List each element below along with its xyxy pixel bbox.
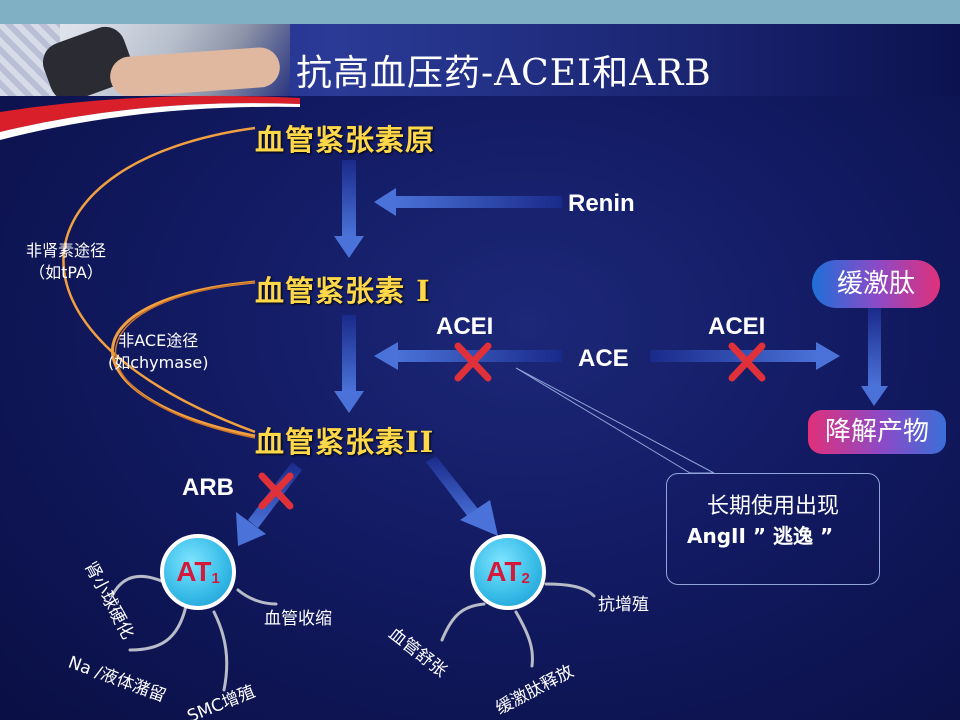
arrow-icon [861,308,888,406]
top-bar [0,0,960,24]
node-angiotensin-2: 血管紧张素II [255,425,435,459]
ace-label: ACE [578,345,629,372]
node-angiotensinogen: 血管紧张素原 [255,123,436,157]
effect-vasoconstriction: 血管收缩 [264,609,332,629]
effect-anti-proliferation: 抗增殖 [598,595,649,615]
pointer-vasoconstriction [236,588,278,606]
arrow-icon [426,456,498,536]
arrow-icon [334,315,364,413]
at1-receptor: AT1 [160,534,236,610]
cross-icon [258,472,294,510]
pointer-smc [212,610,229,692]
pointer-anti-prolif [544,582,596,598]
degradation-product-pill: 降解产物 [808,410,946,454]
callout-pointer [515,367,715,474]
arrow-icon [650,342,840,370]
renin-label: Renin [568,190,635,217]
arrow-icon [374,188,562,216]
pointer-na-retention [128,604,188,652]
acei-right-label: ACEI [708,313,766,340]
node-angiotensin-1: 血管紧张素 I [255,274,431,308]
callout-line-1: 长期使用出现 [706,494,839,519]
arrow-icon [334,160,364,258]
pointer-vasodilation [440,602,486,642]
non-ace-pathway-label: 非ACE途径 (如chymase) [108,331,209,372]
pointer-bradykinin [514,610,534,668]
escape-callout: 长期使用出现 AngII ” 逃逸 ” [666,473,880,585]
non-renin-curve [62,126,256,434]
bradykinin-pill: 缓激肽 [812,260,940,308]
red-swoosh [0,95,300,140]
header-photo [0,24,290,96]
non-ace-curve [111,280,256,438]
slide-title: 抗高血压药-ACEI和ARB [296,53,712,94]
cross-icon [454,342,492,382]
arb-label: ARB [182,474,234,501]
acei-left-label: ACEI [436,313,494,340]
non-renin-pathway-label: 非肾素途径 （如tPA） [26,241,107,282]
callout-line-2: AngII ” 逃逸 ” [687,524,834,548]
at2-receptor: AT2 [470,534,546,610]
cross-icon [728,342,766,382]
